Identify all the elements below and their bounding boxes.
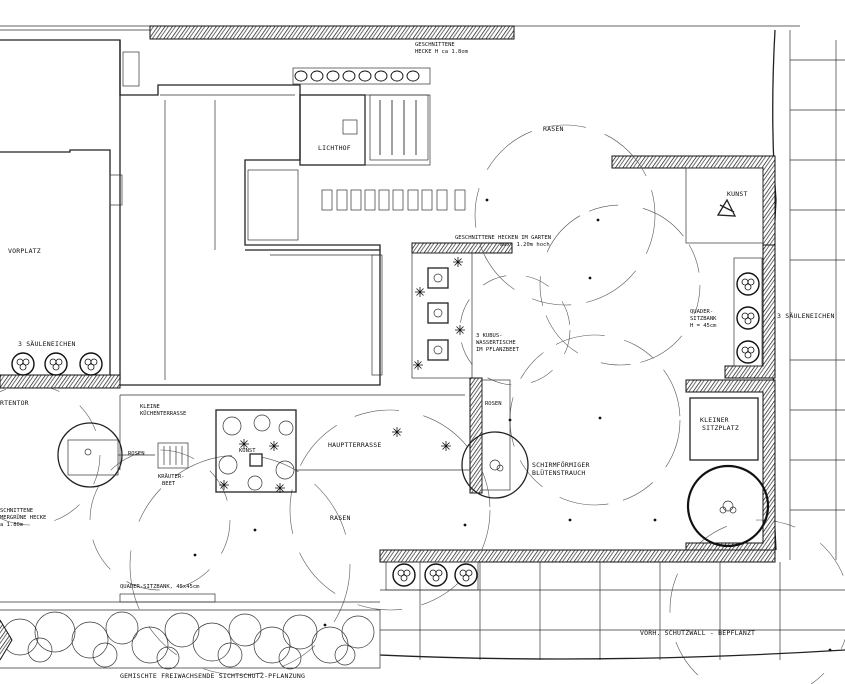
label-kraeuter-2: BEET — [162, 481, 176, 487]
label-quader-bottom: QUADER-SITZBANK, 45x45cm — [120, 584, 200, 590]
label-schirm-2: BLÜTENSTRAUCH — [532, 468, 585, 477]
label-hedge-left-3: a 1.80m — [0, 522, 24, 528]
hedge-garden — [411, 242, 513, 254]
water-table-bed — [411, 252, 473, 379]
label-schirm-1: SCHIRMFÖRMIGER — [532, 460, 590, 469]
label-quader-sitzbank-2: SITZBANK — [690, 316, 717, 322]
canopy-sketches — [0, 124, 845, 684]
label-kraeuter-1: KRÄUTER- — [158, 473, 185, 480]
label-hedge-left-1: SCHNITTENE — [0, 508, 33, 514]
label-rasen-top: RASEN — [543, 125, 564, 133]
label-saeuleneichen-right: 3 SÄULENEICHEN — [777, 311, 835, 320]
label-rasen-bottom: RASEN — [330, 514, 351, 522]
main-terrace — [119, 394, 470, 471]
right-oak-row — [724, 244, 776, 379]
label-quader-sitzbank-3: H = 45cm — [690, 323, 717, 329]
property-boundary — [0, 25, 845, 560]
top-hedge — [149, 25, 515, 40]
stepping-stones — [321, 189, 466, 211]
label-tor: RTENTOR — [0, 399, 29, 407]
label-kubus-1: 3 KUBUS- — [476, 333, 503, 339]
label-saeuleneichen-left: 3 SÄULENEICHEN — [18, 339, 76, 348]
bottom-screening-planting — [0, 609, 381, 670]
label-kleine-terrasse-1: KLEINE — [140, 404, 160, 410]
kunst-planter — [215, 409, 297, 494]
label-kleine-terrasse-2: KÜCHENTERRASSE — [140, 410, 186, 417]
label-schutzwall: VORH. SCHUTZWALL - BEPFLANZT — [640, 629, 755, 637]
kunst-top-area — [685, 167, 764, 244]
label-haupt: HAUPTTERRASSE — [328, 441, 381, 449]
label-kubus-3: IM PFLANZBEET — [476, 347, 520, 353]
scatter-dots — [193, 198, 832, 652]
label-vorplatz: VORPLATZ — [8, 247, 41, 255]
kunst-top-icon — [716, 198, 737, 217]
hedge-right-top — [611, 155, 776, 246]
bottom-bench — [0, 593, 380, 603]
label-hedge-garden-2: max. 1.20m hoch — [500, 242, 550, 248]
label-quader-sitzbank-1: QUADER- — [690, 309, 713, 315]
kraeuterbeet — [157, 442, 189, 469]
rosen-bed — [469, 377, 511, 494]
label-bottom-planting: GEMISCHTE FREIWACHSENDE SICHTSCHUTZ-PFLA… — [120, 672, 305, 680]
label-hedge-top: GESCHNITTENE — [415, 42, 455, 48]
paved-area — [379, 562, 845, 660]
label-hedge-top-2: HECKE H ca 1.8om — [415, 49, 469, 55]
label-hedge-left-2: MERGRÜNE HECKE — [0, 514, 46, 521]
kleiner-sitzplatz — [685, 379, 776, 556]
label-kleiner-sitzplatz-1: KLEINER — [700, 416, 729, 424]
umbrella-shrub — [461, 431, 529, 499]
left-oak-row — [0, 352, 121, 389]
label-rosen-left: ROSEN — [128, 451, 145, 457]
label-lichthof: LICHTHOF — [318, 144, 351, 152]
left-round-bed — [57, 422, 155, 488]
label-kleiner-sitzplatz-2: SITZPLATZ — [702, 424, 739, 432]
label-kubus-2: WASSERTISCHE — [476, 340, 516, 346]
house — [0, 39, 431, 386]
label-rosen-mid: ROSEN — [485, 401, 502, 407]
label-kunst-mid: KUNST — [239, 448, 256, 454]
bottom-tree-planter — [379, 549, 776, 591]
top-planter — [292, 67, 431, 161]
label-hedge-garden: GESCHNITTENE HECKEN IM GARTEN — [455, 235, 551, 241]
label-kunst-top: KUNST — [727, 190, 748, 198]
